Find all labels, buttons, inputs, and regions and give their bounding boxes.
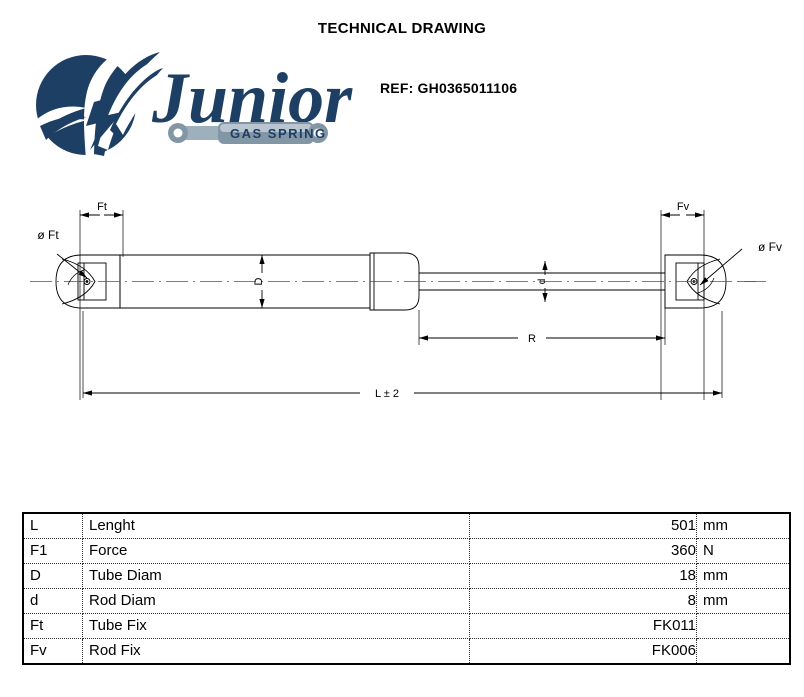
row-value: FK006 bbox=[469, 638, 697, 664]
page-title: TECHNICAL DRAWING bbox=[317, 20, 487, 37]
rod-fix-dimension bbox=[660, 210, 705, 400]
row-unit: N bbox=[696, 538, 791, 564]
brand-wordmark: Junior GAS SPRING bbox=[152, 60, 353, 144]
row-unit: mm bbox=[696, 588, 791, 614]
row-name: Lenght bbox=[82, 513, 470, 539]
rod-fix-diameter-leader bbox=[697, 248, 762, 294]
overall-length-dimension bbox=[82, 311, 723, 398]
row-name: Tube Fix bbox=[82, 613, 470, 639]
row-unit: mm bbox=[696, 563, 791, 589]
label-rod-fix-diameter: ø Fv bbox=[758, 240, 782, 254]
row-value: FK011 bbox=[469, 613, 697, 639]
row-name: Rod Diam bbox=[82, 588, 470, 614]
row-name: Tube Diam bbox=[82, 563, 470, 589]
label-overall-length: L ± 2 bbox=[375, 388, 399, 400]
winged-emblem-icon bbox=[35, 44, 163, 160]
stroke-dimension bbox=[418, 292, 666, 345]
row-unit: mm bbox=[696, 513, 791, 539]
row-unit bbox=[696, 638, 791, 664]
label-stroke: R bbox=[528, 333, 536, 345]
row-symbol: D bbox=[23, 563, 83, 589]
label-tube-fix-diameter: ø Ft bbox=[37, 228, 59, 242]
row-symbol: F1 bbox=[23, 538, 83, 564]
row-symbol: d bbox=[23, 588, 83, 614]
table-row: d Rod Diam 8 mm bbox=[23, 588, 791, 614]
row-value: 501 bbox=[469, 513, 697, 539]
tube-fix-diameter-leader bbox=[56, 253, 88, 286]
specification-table: L Lenght 501 mm F1 Force 360 N D Tube Di… bbox=[22, 512, 791, 665]
row-symbol: L bbox=[23, 513, 83, 539]
row-unit bbox=[696, 613, 791, 639]
row-value: 8 bbox=[469, 588, 697, 614]
gas-spring-graphic: GAS SPRING bbox=[168, 122, 328, 144]
brand-tagline: GAS SPRING bbox=[230, 126, 327, 141]
row-symbol: Ft bbox=[23, 613, 83, 639]
brand-logo: Junior GAS SPRING bbox=[24, 42, 354, 164]
piston-rod-outline bbox=[419, 272, 665, 291]
row-name: Rod Fix bbox=[82, 638, 470, 664]
reference-code: REF: GH0365011106 bbox=[380, 80, 518, 96]
row-value: 360 bbox=[469, 538, 697, 564]
row-value: 18 bbox=[469, 563, 697, 589]
label-rod-diameter: d bbox=[537, 279, 548, 285]
row-symbol: Fv bbox=[23, 638, 83, 664]
gas-spring-technical-drawing: Ft ø Ft Fv ø Fv D d R L ± 2 bbox=[30, 201, 782, 400]
table-row: F1 Force 360 N bbox=[23, 538, 791, 564]
tube-fix-dimension bbox=[79, 210, 124, 400]
table-row: Fv Rod Fix FK006 bbox=[23, 638, 791, 664]
table-row: Ft Tube Fix FK011 bbox=[23, 613, 791, 639]
row-name: Force bbox=[82, 538, 470, 564]
label-tube-diameter: D bbox=[253, 277, 265, 285]
table-row: D Tube Diam 18 mm bbox=[23, 563, 791, 589]
table-row: L Lenght 501 mm bbox=[23, 513, 791, 539]
table-body: L Lenght 501 mm F1 Force 360 N D Tube Di… bbox=[23, 513, 791, 664]
label-rod-fix-dim: Fv bbox=[677, 201, 690, 213]
label-tube-fix-dim: Ft bbox=[97, 201, 107, 213]
